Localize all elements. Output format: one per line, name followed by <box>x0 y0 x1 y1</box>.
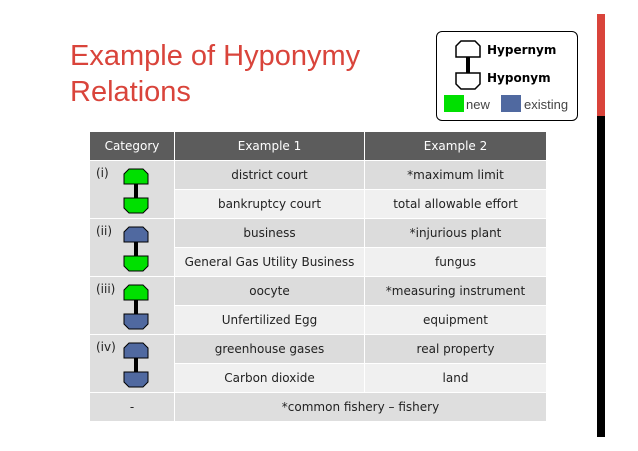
header-example-1: Example 1 <box>174 131 365 161</box>
category-label: (iv) <box>96 340 116 354</box>
merged-example-cell: *common fishery – fishery <box>174 392 547 422</box>
title-line-2: Relations <box>70 76 191 108</box>
legend-hyponym-label: Hyponym <box>487 71 551 85</box>
table-row: (iii) oocyte*measuring instrument <box>89 276 547 335</box>
example-1-cell: district court <box>174 160 365 190</box>
hyponymy-shape-icon <box>123 342 149 388</box>
title-line-1: Example of Hyponymy <box>70 40 361 72</box>
category-cell: (iii) <box>89 276 175 335</box>
example-1-cell: General Gas Utility Business <box>174 247 365 277</box>
category-cell: (iv) <box>89 334 175 393</box>
legend-new-label: new <box>466 97 490 112</box>
example-2-cell: *injurious plant <box>364 218 547 248</box>
legend-existing-swatch <box>501 95 521 112</box>
example-1-cell: business <box>174 218 365 248</box>
category-cell: - <box>89 392 175 422</box>
slide-title: Example of Hyponymy Relations <box>70 38 360 110</box>
category-cell: (ii) <box>89 218 175 277</box>
legend-new-swatch <box>444 95 464 112</box>
category-label: (iii) <box>96 282 116 296</box>
header-category: Category <box>89 131 175 161</box>
accent-bar-red <box>597 14 605 116</box>
example-2-cell: real property <box>364 334 547 364</box>
example-1-cell: Carbon dioxide <box>174 363 365 393</box>
example-1-cell: greenhouse gases <box>174 334 365 364</box>
table-header-row: Category Example 1 Example 2 <box>89 131 547 161</box>
example-2-cell: fungus <box>364 247 547 277</box>
hyponymy-table: Category Example 1 Example 2 (i) district… <box>89 131 547 422</box>
table-row: (i) district court*maximum limit <box>89 160 547 219</box>
example-2-cell: equipment <box>364 305 547 335</box>
table-row: (ii) business*injurious plant <box>89 218 547 277</box>
example-2-cell: total allowable effort <box>364 189 547 219</box>
legend-box: Hypernym Hyponym new existing <box>436 31 578 121</box>
table-row: -*common fishery – fishery <box>89 392 547 422</box>
category-cell: (i) <box>89 160 175 219</box>
example-2-cell: *measuring instrument <box>364 276 547 306</box>
example-2-cell: land <box>364 363 547 393</box>
legend-existing-label: existing <box>524 97 569 112</box>
example-1-cell: oocyte <box>174 276 365 306</box>
example-1-cell: Unfertilized Egg <box>174 305 365 335</box>
hyponymy-shape-icon <box>123 168 149 214</box>
category-label: (i) <box>96 166 109 180</box>
example-1-cell: bankruptcy court <box>174 189 365 219</box>
header-example-2: Example 2 <box>364 131 547 161</box>
category-label: (ii) <box>96 224 113 238</box>
legend-hypernym-label: Hypernym <box>487 43 557 57</box>
example-2-cell: *maximum limit <box>364 160 547 190</box>
hyponymy-shape-icon <box>123 226 149 272</box>
hyponymy-shape-icon <box>123 284 149 330</box>
accent-bar-black <box>597 116 605 437</box>
hyponymy-relation-icon <box>455 40 481 90</box>
